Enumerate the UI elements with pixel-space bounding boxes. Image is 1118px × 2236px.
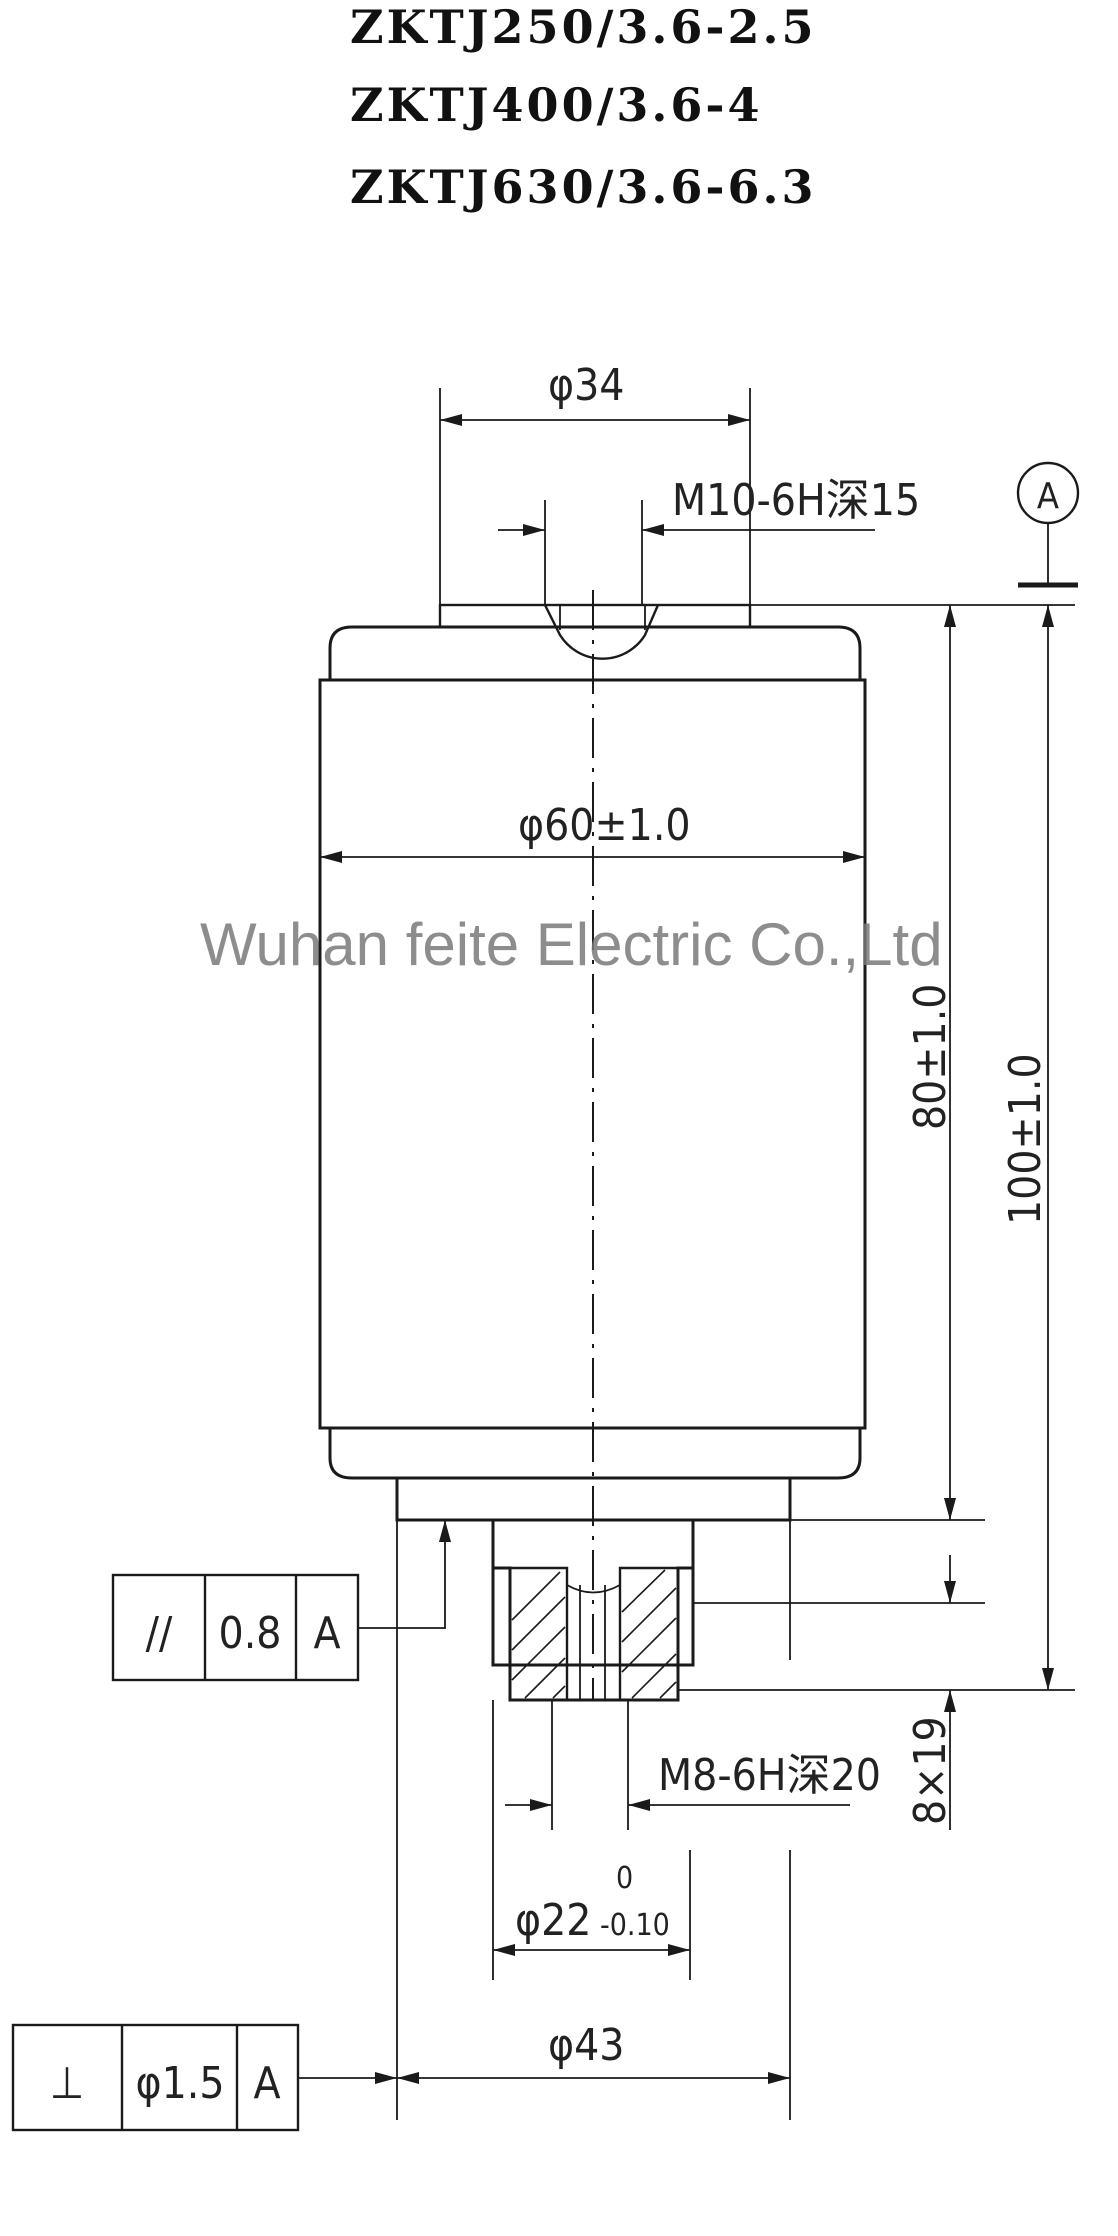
perpendicularity-datum: A <box>253 2058 280 2109</box>
top-terminal <box>438 603 752 660</box>
title-model-1: ZKTJ250/3.6-2.5 <box>350 0 817 54</box>
datum-a-symbol: A <box>1016 461 1080 588</box>
bottom-flat-label: 8×19 <box>905 1716 956 1825</box>
stem-diameter-label: φ22 <box>515 1895 591 1946</box>
body-height-label: 80±1.0 <box>905 984 956 1130</box>
dim-body-diameter: φ60±1.0 <box>320 800 865 863</box>
section-hatching <box>511 1569 677 1699</box>
dim-top-diameter: φ34 <box>439 360 751 605</box>
title-model-3: ZKTJ630/3.6-6.3 <box>350 160 817 214</box>
parallelism-symbol: // <box>146 1608 173 1659</box>
stem-tolerance-upper: 0 <box>616 1861 633 1896</box>
bottom-thread-label: M8-6H深20 <box>658 1750 881 1801</box>
top-diameter-label: φ34 <box>548 360 624 411</box>
parallelism-datum: A <box>313 1608 340 1659</box>
perpendicularity-symbol: ⊥ <box>50 2058 84 2109</box>
parallelism-value: 0.8 <box>219 1608 282 1659</box>
perpendicularity-frame: ⊥ φ1.5 A <box>11 2023 397 2132</box>
dim-height-lines: 80±1.0 100±1.0 8×19 <box>678 604 1075 1830</box>
perpendicularity-value: φ1.5 <box>135 2058 224 2109</box>
flange-diameter-label: φ43 <box>548 2020 624 2071</box>
dim-stem-diameter: φ22 0 -0.10 <box>492 1700 691 1980</box>
dim-flange-diameter: φ43 <box>396 1520 791 2120</box>
dim-top-thread: M10-6H深15 <box>498 475 920 605</box>
watermark: Wuhan feite Electric Co.,Ltd <box>200 911 943 978</box>
title-model-2: ZKTJ400/3.6-4 <box>350 78 763 132</box>
dim-bottom-thread: M8-6H深20 <box>505 1700 881 1830</box>
stem-tolerance-lower: -0.10 <box>600 1908 670 1943</box>
total-height-label: 100±1.0 <box>1000 1053 1051 1225</box>
datum-a-label: A <box>1037 476 1059 517</box>
body-diameter-label: φ60±1.0 <box>518 800 691 851</box>
top-thread-label: M10-6H深15 <box>672 475 920 526</box>
parallelism-frame: // 0.8 A <box>111 1520 451 1682</box>
